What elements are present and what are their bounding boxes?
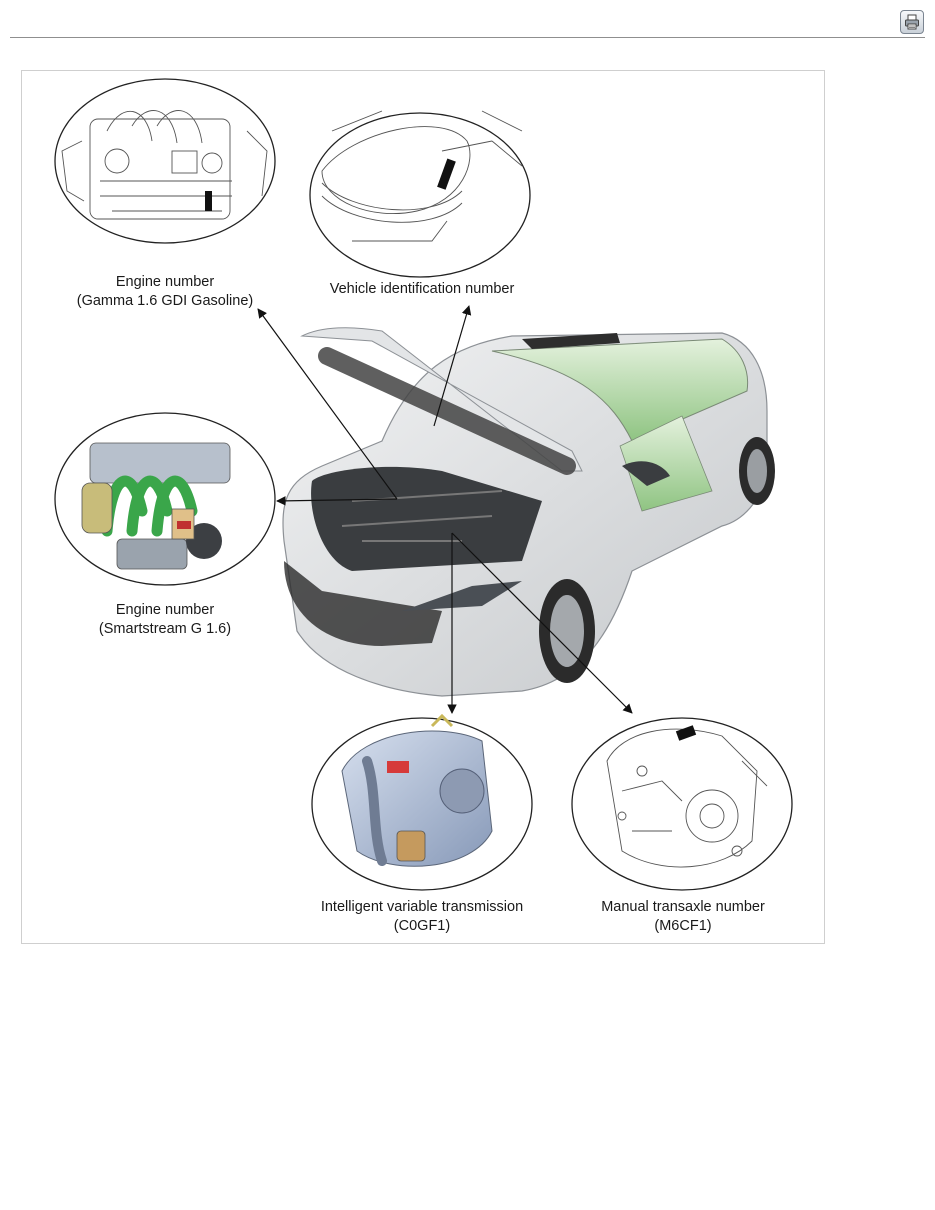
car-illustration (282, 327, 775, 697)
ivt-illustration (311, 713, 533, 891)
label-engine-gamma-line2: (Gamma 1.6 GDI Gasoline) (76, 293, 254, 309)
label-manual-line2: (M6CF1) (654, 918, 712, 934)
label-ivt: Intelligent variable transmission (C0GF1… (307, 898, 537, 936)
label-engine-gamma-line1: Engine number (115, 274, 215, 290)
label-engine-smartstream-line1: Engine number (115, 602, 215, 618)
label-vin: Vehicle identification number (307, 280, 537, 299)
print-button[interactable] (900, 10, 924, 34)
label-engine-smartstream: Engine number (Smartstream G 1.6) (85, 601, 245, 639)
header-divider (10, 37, 925, 38)
printer-icon (905, 14, 919, 30)
smartstream-engine-illustration (54, 412, 276, 586)
gamma-engine-illustration (54, 78, 276, 244)
label-vin-line1: Vehicle identification number (329, 281, 515, 297)
label-manual-line1: Manual transaxle number (601, 899, 765, 915)
vehicle-identification-figure: Engine number (Gamma 1.6 GDI Gasoline) V… (21, 70, 825, 944)
vin-location-illustration (309, 110, 531, 278)
leader-arrows (257, 305, 633, 714)
label-engine-gamma: Engine number (Gamma 1.6 GDI Gasoline) (65, 273, 265, 311)
label-manual: Manual transaxle number (M6CF1) (588, 898, 778, 936)
label-engine-smartstream-line2: (Smartstream G 1.6) (98, 621, 232, 637)
manual-transaxle-illustration (571, 717, 793, 891)
label-ivt-line1: Intelligent variable transmission (320, 899, 524, 915)
label-ivt-line2: (C0GF1) (393, 918, 451, 934)
